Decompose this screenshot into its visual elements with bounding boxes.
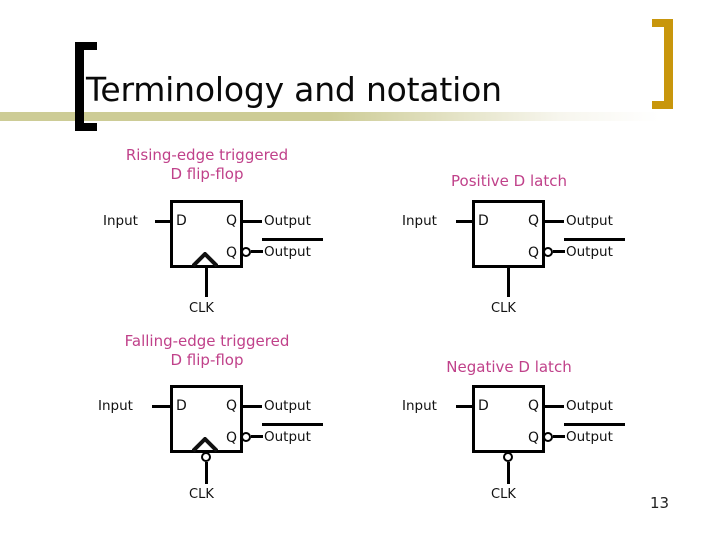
output-label-positive: Output bbox=[566, 213, 613, 229]
pin-label-qbar-falling: Q bbox=[226, 430, 238, 446]
input-label-positive: Input bbox=[402, 213, 437, 229]
clk-label-negative: CLK bbox=[491, 487, 516, 502]
latch-body-negative bbox=[472, 385, 545, 453]
page-number: 13 bbox=[650, 494, 670, 512]
wire-clk-falling bbox=[205, 462, 208, 484]
wire-output-bar-negative bbox=[553, 435, 565, 438]
qbar-inversion-bubble-negative bbox=[543, 432, 553, 442]
wire-input-rising bbox=[155, 220, 172, 223]
title-underline-band bbox=[0, 112, 700, 121]
right-bracket-decoration bbox=[652, 19, 673, 109]
pin-label-d-falling: D bbox=[176, 398, 187, 414]
qbar-inversion-bubble-rising bbox=[241, 247, 251, 257]
output-bar-label-positive: Output bbox=[566, 244, 613, 260]
latch-body-positive bbox=[472, 200, 545, 268]
wire-input-negative bbox=[456, 405, 473, 408]
clock-inversion-bubble-falling bbox=[201, 452, 211, 462]
wire-output-bar-rising bbox=[251, 250, 263, 253]
pin-label-d-rising: D bbox=[176, 213, 187, 229]
clk-label-positive: CLK bbox=[491, 301, 516, 316]
wire-clk-negative bbox=[507, 462, 510, 484]
qbar-inversion-bubble-positive bbox=[543, 247, 553, 257]
wire-output-bar-falling bbox=[251, 435, 263, 438]
output-bar-label-falling: Output bbox=[264, 429, 311, 445]
clk-label-falling: CLK bbox=[189, 487, 214, 502]
output-label-falling: Output bbox=[264, 398, 311, 414]
clk-label-rising: CLK bbox=[189, 301, 214, 316]
diagram-heading-negative-latch: Negative D latch bbox=[446, 358, 572, 376]
wire-input-falling bbox=[152, 405, 172, 408]
input-label-rising: Input bbox=[103, 213, 138, 229]
pin-label-q-negative: Q bbox=[528, 398, 540, 414]
diagram-heading-positive-latch: Positive D latch bbox=[451, 172, 567, 190]
pin-label-q-positive: Q bbox=[528, 213, 540, 229]
edge-trigger-chevron-icon bbox=[191, 436, 219, 453]
input-label-negative: Input bbox=[402, 398, 437, 414]
edge-trigger-chevron-icon bbox=[191, 251, 219, 268]
wire-output-positive bbox=[543, 220, 564, 223]
pin-label-qbar-rising: Q bbox=[226, 245, 238, 261]
output-bar-label-negative: Output bbox=[566, 429, 613, 445]
wire-clk-rising bbox=[205, 267, 208, 297]
wire-input-positive bbox=[456, 220, 473, 223]
pin-label-qbar-negative: Q bbox=[528, 430, 540, 446]
pin-label-q-falling: Q bbox=[226, 398, 238, 414]
diagram-heading-falling-edge: Falling-edge triggered D flip-flop bbox=[124, 332, 290, 369]
output-bar-overline-falling bbox=[262, 423, 323, 426]
input-label-falling: Input bbox=[98, 398, 133, 414]
pin-label-d-positive: D bbox=[478, 213, 489, 229]
output-bar-label-rising: Output bbox=[264, 244, 311, 260]
pin-label-q-rising: Q bbox=[226, 213, 238, 229]
pin-label-qbar-positive: Q bbox=[528, 245, 540, 261]
diagram-heading-rising-edge: Rising-edge triggered D flip-flop bbox=[125, 146, 289, 183]
left-bracket-decoration bbox=[75, 42, 97, 131]
wire-output-negative bbox=[543, 405, 564, 408]
wire-clk-positive bbox=[507, 267, 510, 297]
clock-inversion-bubble-negative bbox=[503, 452, 513, 462]
qbar-inversion-bubble-falling bbox=[241, 432, 251, 442]
output-label-negative: Output bbox=[566, 398, 613, 414]
wire-output-falling bbox=[241, 405, 262, 408]
output-bar-overline-positive bbox=[564, 238, 625, 241]
page-title: Terminology and notation bbox=[86, 70, 502, 109]
wire-output-rising bbox=[241, 220, 262, 223]
output-label-rising: Output bbox=[264, 213, 311, 229]
wire-output-bar-positive bbox=[553, 250, 565, 253]
pin-label-d-negative: D bbox=[478, 398, 489, 414]
output-bar-overline-rising bbox=[262, 238, 323, 241]
output-bar-overline-negative bbox=[564, 423, 625, 426]
flip-flop-body-falling-edge bbox=[170, 385, 243, 453]
